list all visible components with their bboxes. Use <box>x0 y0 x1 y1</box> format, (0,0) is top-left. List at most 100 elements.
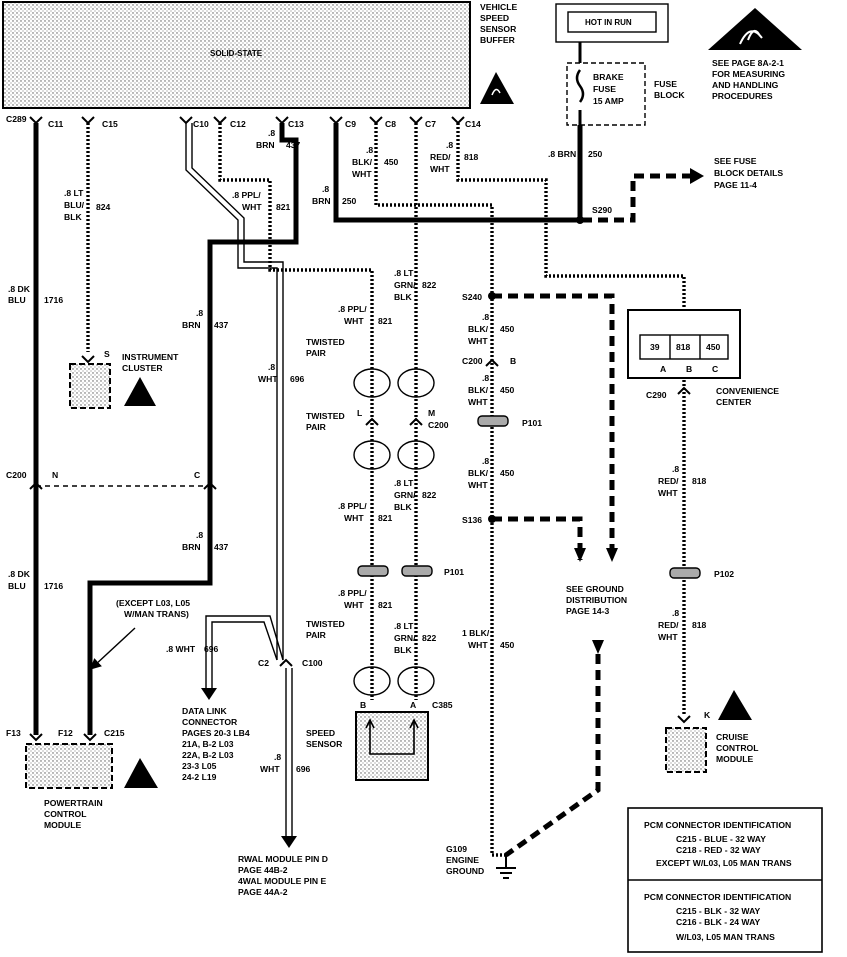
wire-821 <box>218 123 374 700</box>
ground-dist-line-2: DISTRIBUTION <box>566 595 627 605</box>
lbl-250-3: 250 <box>342 196 357 206</box>
dlc-line-4: 21A, B-2 L03 <box>182 739 234 749</box>
connector-c289: C289 C11 C15 C10 C12 C13 <box>6 114 481 129</box>
pin-c8: C8 <box>369 116 396 129</box>
instrument-cluster-line-2: CLUSTER <box>122 363 163 373</box>
lbl-437-low-2: BRN <box>182 542 201 552</box>
lbl-450-5-3: 450 <box>500 640 515 650</box>
solid-state-module: SOLID-STATE <box>2 1 471 109</box>
wire-696-a <box>185 123 278 660</box>
cluster-esd-icon <box>124 377 156 406</box>
lbl-818-top-3: WHT <box>430 164 450 174</box>
pcm-t2-row-2: C216 - BLK - 24 WAY <box>676 917 760 927</box>
lbl-822-3-3: BLK <box>394 502 412 512</box>
fuse-line-3: 15 AMP <box>593 96 624 106</box>
c289-label: C289 <box>6 114 27 124</box>
cruise-line-3: MODULE <box>716 754 754 764</box>
pcm-f12: F12 <box>58 728 73 738</box>
dlc-line-2: CONNECTOR <box>182 717 238 727</box>
lbl-696-bottom-3: 696 <box>296 764 311 774</box>
lbl-824-2: BLU/ <box>64 200 85 210</box>
c385-b-label: B <box>360 700 366 710</box>
lbl-450-4-2: BLK/ <box>468 468 489 478</box>
inline-connectors: C200 N C L M C200 C200 B P101 P101 P102 … <box>6 356 734 668</box>
twisted-pair-3-line-1: TWISTED <box>306 619 345 629</box>
lbl-821-2-1: .8 PPL/ <box>338 304 367 314</box>
c200-m-label: M <box>428 408 435 418</box>
pcm-t2-row-3: W/L03, L05 MAN TRANS <box>676 932 775 942</box>
pcm-c215: C215 <box>104 728 125 738</box>
c289-pins: C11 C15 C10 C12 C13 C9 <box>29 116 481 129</box>
instrument-cluster: S INSTRUMENT CLUSTER <box>69 349 179 409</box>
c200-n-label: N <box>52 470 58 480</box>
lbl-450-top-2: BLK/ <box>352 157 373 167</box>
lbl-696-low-2: 696 <box>204 644 219 654</box>
convenience-center: 39 818 450 A B C CONVENIENCE CENTER <box>627 309 779 407</box>
fuse-line-2: FUSE <box>593 84 616 94</box>
cruise-line-2: CONTROL <box>716 743 759 753</box>
lbl-821-top-3: 821 <box>276 202 291 212</box>
lbl-821-3-1: .8 PPL/ <box>338 501 367 511</box>
c385-label: C385 <box>432 700 453 710</box>
esd-note: SEE PAGE 8A-2-1 FOR MEASURING AND HANDLI… <box>708 8 802 101</box>
ground-dash-s136 <box>492 516 583 560</box>
lbl-818-2-1: .8 <box>672 464 679 474</box>
lbl-696-mid-1: .8 <box>268 362 275 372</box>
dlc-line-5: 22A, B-2 L03 <box>182 750 234 760</box>
lbl-818-top-1: .8 <box>446 140 453 150</box>
lbl-821-top-1: .8 PPL/ <box>232 190 261 200</box>
esd-note-line-1: SEE PAGE 8A-2-1 <box>712 58 784 68</box>
dlc-line-7: 24-2 L19 <box>182 772 217 782</box>
lbl-437-low-3: 437 <box>214 542 229 552</box>
lbl-822-3-4: 822 <box>422 490 437 500</box>
lbl-821-top-2: WHT <box>242 202 262 212</box>
ground-dist-line-1: SEE GROUND <box>566 584 624 594</box>
lbl-696-low-1: .8 WHT <box>166 644 196 654</box>
cruise-k-pin: K <box>704 710 711 720</box>
wire-818-a <box>456 123 686 310</box>
engine-ground-g109: G109 ENGINE GROUND <box>446 844 516 879</box>
pin-c15-label: C15 <box>102 119 118 129</box>
vsb-label: VEHICLE SPEED SENSOR BUFFER <box>480 2 518 45</box>
pcm-t2-title: PCM CONNECTOR IDENTIFICATION <box>644 892 791 902</box>
lbl-696-mid-2: WHT <box>258 374 278 384</box>
c385-a-label: A <box>410 700 416 710</box>
lbl-818-3-2: RED/ <box>658 620 679 630</box>
c200-left-label: C200 <box>6 470 27 480</box>
lbl-1716-low-2: BLU <box>8 581 26 591</box>
wires <box>33 123 686 858</box>
lbl-818-top-2: RED/ <box>430 152 451 162</box>
vsb-line-2: SPEED <box>480 13 509 23</box>
g109-line-3: GROUND <box>446 866 484 876</box>
lbl-250-1: .8 <box>322 184 329 194</box>
p102-label: P102 <box>714 569 734 579</box>
lbl-450-5-2: WHT <box>468 640 488 650</box>
lbl-450-top-4: 450 <box>384 157 399 167</box>
lbl-822-1-4: 822 <box>422 280 437 290</box>
lbl-824-3: BLK <box>64 212 82 222</box>
lbl-450-3-1: .8 <box>482 373 489 383</box>
lbl-1716-top-2: BLU <box>8 295 26 305</box>
lbl-250-2: BRN <box>312 196 331 206</box>
pin-c7-label: C7 <box>425 119 436 129</box>
esd-note-line-2: FOR MEASURING <box>712 69 785 79</box>
conv-cell-39: 39 <box>650 342 660 352</box>
lbl-822-3-1: .8 LT <box>394 478 414 488</box>
lbl-250-fuse-num: 250 <box>588 149 603 159</box>
fuse-block-line-2: BLOCK <box>654 90 685 100</box>
lbl-822-1-2: GRN/ <box>394 280 416 290</box>
splice-s290: S290 <box>592 205 612 215</box>
wire-labels: .8 DK BLU 1716 .8 LT BLU/ BLK 824 .8 BRN… <box>8 128 707 774</box>
solid-state-label: SOLID-STATE <box>210 49 263 58</box>
cruise-esd-icon <box>718 690 752 720</box>
dlc-line-3: PAGES 20-3 LB4 <box>182 728 250 738</box>
wire-437 <box>87 123 299 735</box>
twisted-pair-1-line-2: PAIR <box>306 348 327 358</box>
conv-cell-450: 450 <box>706 342 721 352</box>
except-note-line-1: (EXCEPT L03, L05 <box>116 598 190 608</box>
g109-line-1: G109 <box>446 844 467 854</box>
lbl-821-2-2: WHT <box>344 316 364 326</box>
instrument-cluster-line-1: INSTRUMENT <box>122 352 179 362</box>
